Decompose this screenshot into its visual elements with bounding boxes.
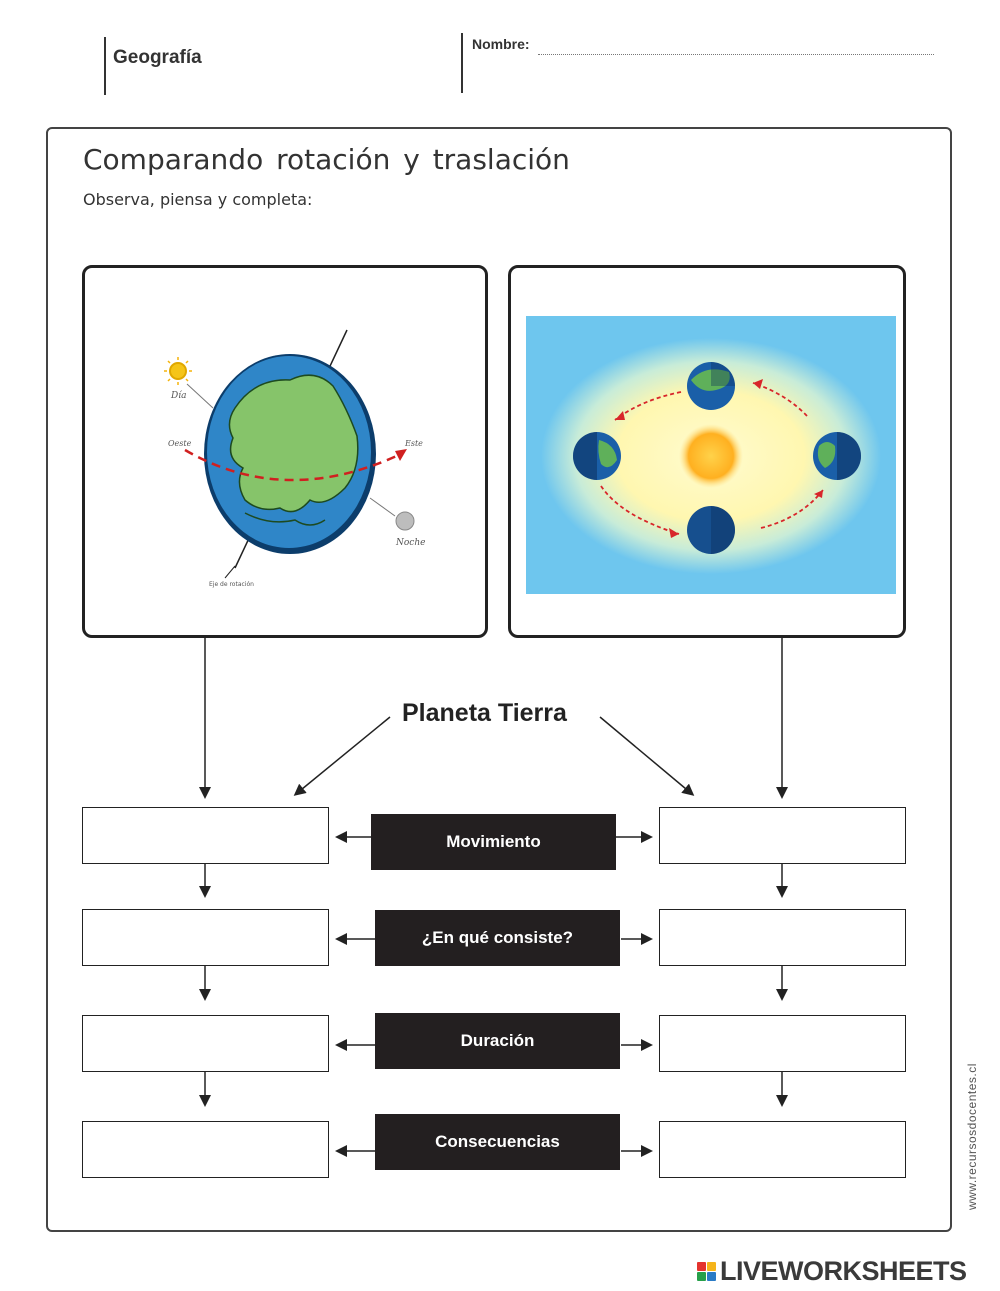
- category-consecuencias: Consecuencias: [375, 1114, 620, 1170]
- liveworksheets-logo-text: LIVEWORKSHEETS: [720, 1256, 967, 1286]
- translation-movimiento-answer[interactable]: [659, 807, 906, 864]
- subject-label: Geografía: [113, 47, 202, 68]
- category-movimiento: Movimiento: [371, 814, 616, 870]
- translation-consecuencias-answer[interactable]: [659, 1121, 906, 1178]
- header-divider-middle: [461, 33, 463, 93]
- axis-label: Eje de rotación: [209, 581, 254, 588]
- west-label: Oeste: [168, 439, 192, 448]
- translation-image: [508, 265, 906, 638]
- rotation-consiste-answer[interactable]: [82, 909, 329, 966]
- rotation-illustration: Día Oeste Este Noche Eje de rotación: [164, 329, 425, 588]
- earth-top: [687, 362, 735, 410]
- worksheet-frame: [46, 127, 952, 1232]
- east-label: Este: [404, 439, 423, 448]
- translation-duracion-answer[interactable]: [659, 1015, 906, 1072]
- planet-earth-label: Planeta Tierra: [402, 699, 567, 727]
- rotation-duracion-answer[interactable]: [82, 1015, 329, 1072]
- name-field[interactable]: [538, 38, 934, 55]
- worksheet-title: Comparando rotación y traslación: [83, 143, 570, 176]
- earth-bottom: [687, 506, 735, 554]
- header-divider-left: [104, 37, 106, 95]
- earth-right: [813, 432, 861, 480]
- translation-illustration: [526, 316, 896, 594]
- liveworksheets-grid-icon: [697, 1262, 716, 1281]
- liveworksheets-logo[interactable]: LIVEWORKSHEETS: [697, 1256, 967, 1287]
- translation-consiste-answer[interactable]: [659, 909, 906, 966]
- earth-left: [573, 432, 621, 480]
- worksheet-instructions: Observa, piensa y completa:: [83, 190, 313, 209]
- rotation-movimiento-answer[interactable]: [82, 807, 329, 864]
- rotation-consecuencias-answer[interactable]: [82, 1121, 329, 1178]
- name-label: Nombre:: [472, 36, 530, 52]
- rotation-image: Día Oeste Este Noche Eje de rotación: [82, 265, 488, 638]
- category-duracion: Duración: [375, 1013, 620, 1069]
- day-label: Día: [170, 390, 186, 401]
- source-site-text: www.recursosdocentes.cl: [965, 1063, 979, 1210]
- category-en-que-consiste: ¿En qué consiste?: [375, 910, 620, 966]
- night-label: Noche: [395, 538, 425, 548]
